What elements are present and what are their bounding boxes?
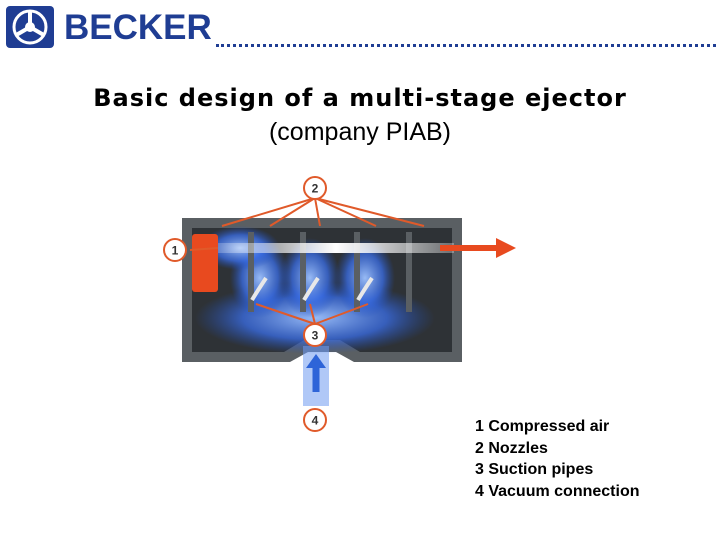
brand-name: BECKER [64, 8, 212, 47]
callout-1: 1 [163, 238, 187, 262]
svg-text:4: 4 [312, 414, 319, 428]
svg-text:1: 1 [172, 244, 179, 258]
air-jet [218, 238, 516, 258]
compressed-air-inlet [192, 234, 218, 292]
callout-4: 4 [303, 408, 327, 432]
becker-emblem-icon [6, 6, 54, 48]
nozzle-stages [248, 232, 412, 312]
legend-item: 1 Compressed air [475, 418, 610, 435]
becker-logo: BECKER [6, 6, 212, 48]
legend-item: 2 Nozzles [475, 439, 548, 457]
header-divider [216, 44, 716, 47]
ejector-diagram: 2 1 3 4 [163, 176, 516, 432]
vacuum-flow [195, 226, 435, 406]
svg-text:2: 2 [312, 182, 319, 196]
legend-item: 4 Vacuum connection [475, 482, 640, 500]
slide-title: Basic design of a multi-stage ejector [93, 84, 627, 112]
callout-3: 3 [303, 323, 327, 347]
svg-text:3: 3 [312, 329, 319, 343]
slide-subtitle: (company PIAB) [268, 118, 451, 146]
callout-2: 2 [303, 176, 327, 200]
legend-item: 3 Suction pipes [475, 461, 594, 478]
callout-leaders [189, 197, 425, 325]
legend: 1 Compressed air 2 Nozzles 3 Suction pip… [475, 416, 639, 502]
